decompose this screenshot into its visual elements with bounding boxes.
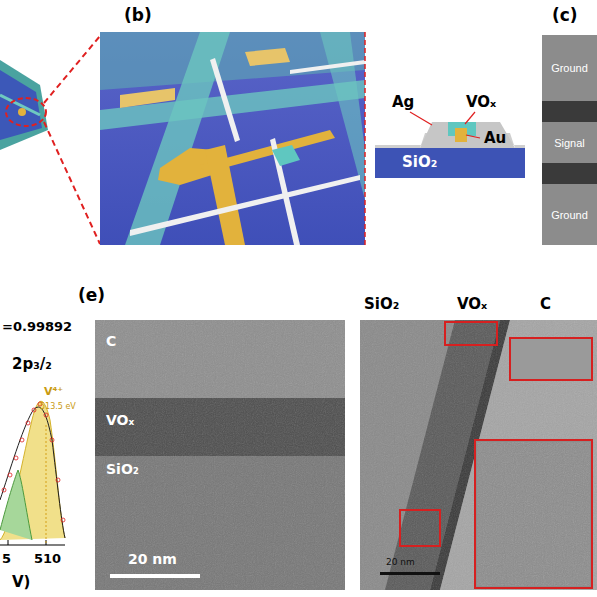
- scale-bar-label: 20 nm: [128, 552, 177, 567]
- layer-label: SiO₂: [106, 462, 139, 477]
- layer-label: C: [106, 334, 116, 349]
- layer-label: SiO₂: [364, 296, 399, 313]
- axis-tick: 5: [2, 552, 11, 566]
- layer-label: VOₓ: [457, 296, 487, 313]
- peak-label: V⁴⁺: [44, 386, 63, 398]
- electrode-band: Ground: [542, 35, 597, 101]
- axis-tick: 510: [34, 552, 61, 566]
- panel-letter: (c): [552, 6, 578, 25]
- layer-label: Au: [484, 130, 506, 147]
- peak-label: 2p₃/₂: [12, 356, 52, 373]
- band-label: Ground: [551, 62, 588, 74]
- panel-letter: (b): [124, 6, 152, 25]
- band-label: Ground: [551, 209, 588, 221]
- layer-label: Ag: [392, 94, 414, 111]
- electrode-band: Signal: [542, 122, 597, 163]
- band-label: Signal: [554, 137, 585, 149]
- axis-title: V): [12, 574, 30, 591]
- scale-bar-label: 20 nm: [386, 558, 415, 568]
- layer-label: VOₓ: [466, 94, 496, 111]
- electrode-band: Ground: [542, 184, 597, 245]
- layer-label: SiO₂: [402, 154, 437, 171]
- panel-letter: (e): [78, 286, 105, 305]
- peak-energy: 513.5 eV: [40, 403, 76, 412]
- layer-label: VOₓ: [106, 413, 134, 428]
- layer-label: C: [540, 296, 551, 313]
- fit-value: =0.99892: [2, 320, 72, 334]
